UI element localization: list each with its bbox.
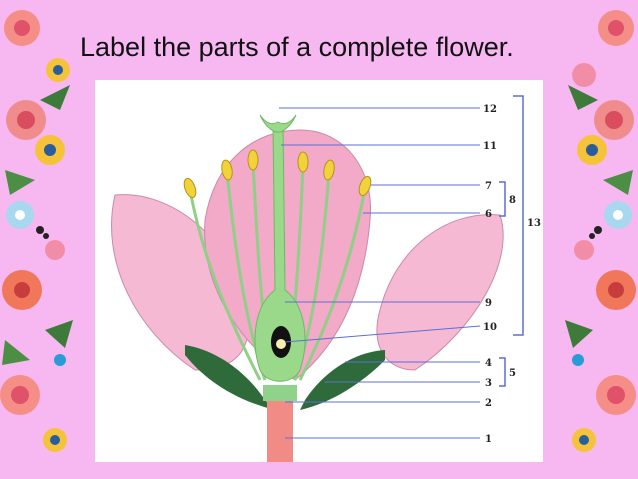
brackets: [499, 95, 524, 387]
flower-diagram-panel: 12 11 7 6 8 13 9 10 4 3 5 2 1: [95, 80, 543, 462]
page-title: Label the parts of a complete flower.: [80, 32, 514, 62]
petal-left: [111, 194, 249, 371]
anthers: [183, 149, 372, 199]
floral-border-right: [565, 10, 636, 452]
receptacle: [263, 385, 297, 401]
label-4: 4: [485, 358, 492, 369]
label-8: 8: [509, 195, 516, 206]
flower-decoration-icon: [0, 10, 73, 452]
label-6: 6: [485, 209, 492, 220]
sepal-right: [300, 350, 385, 410]
label-11: 11: [483, 141, 497, 152]
label-5: 5: [509, 368, 516, 379]
label-12: 12: [483, 104, 497, 115]
label-9: 9: [485, 298, 492, 309]
label-10: 10: [483, 322, 497, 333]
floral-border-left: [0, 10, 73, 452]
pistil: [254, 124, 306, 382]
flower-diagram: 12 11 7 6 8 13 9 10 4 3 5 2 1: [111, 95, 541, 462]
sepal-left: [185, 345, 275, 410]
leader-lines: [279, 107, 481, 439]
flower-stalk: [267, 395, 293, 462]
flower-decoration-icon: [565, 10, 636, 452]
label-7: 7: [485, 181, 492, 192]
stigma: [259, 114, 297, 133]
ovule: [276, 339, 286, 349]
label-2: 2: [485, 398, 492, 409]
petal-right: [376, 214, 504, 371]
label-13: 13: [527, 218, 541, 229]
label-1: 1: [485, 434, 492, 445]
label-3: 3: [485, 378, 492, 389]
